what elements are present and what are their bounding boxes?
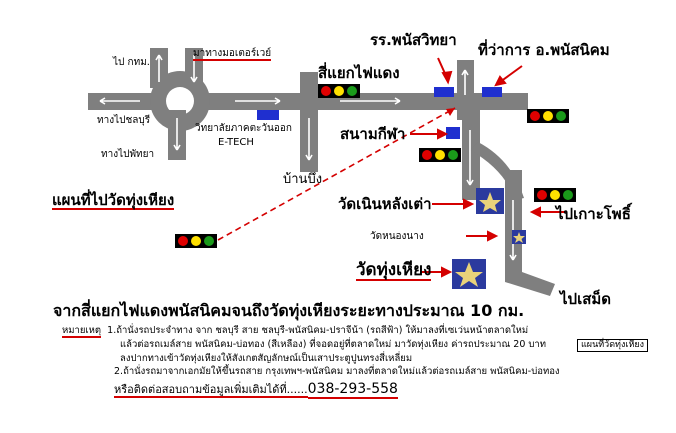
notes-line-3: ลงปากทางเข้าวัดทุ่งเหียงให้สังเกตสัญลักษ… [120, 352, 413, 364]
label-wat-nong-nang: วัดหนองนาง [370, 231, 424, 242]
notes-line-2: แล้วต่อรถเมล์สาย พนัสนิคม-บ่อทอง (สีเหลื… [120, 338, 547, 350]
label-etech: E-TECH [218, 137, 254, 148]
road-arrows [99, 54, 517, 261]
callout-dashed-line [217, 107, 456, 241]
notes-block: หมายเหตุ 1.ถ้านั่งรถประจำทาง จาก ชลบุรี … [62, 324, 582, 400]
traffic-light-ko-pho [534, 188, 576, 202]
label-motorway: มาทางมอเตอร์เวย์ [193, 48, 272, 61]
notes-heading: หมายเหตุ [62, 325, 102, 338]
label-stadium: สนามกีฬา [340, 125, 406, 143]
label-to-ko-pho: ไปเกาะโพธิ์ [556, 205, 631, 223]
temple-nong-nang-marker [512, 230, 526, 244]
notes-line-4: 2.ถ้านั่งรถมาจากเอกมัยให้ขึ้นรถสาย กรุงเ… [114, 366, 560, 378]
distance-note: จากสี่แยกไฟแดงพนัสนิคมจนถึงวัดทุ่งเหียงร… [53, 301, 525, 320]
temple-thung-hiang-marker [452, 259, 486, 289]
pointer-arrows [410, 57, 567, 278]
label-district-office: ที่ว่าการ อ.พนัสนิคม [478, 41, 610, 59]
temple-noen-lang-tao-marker [476, 188, 504, 214]
label-junction: สี่แยกไฟแดง [318, 64, 400, 82]
label-ban-bueng: บ้านบึง [283, 172, 323, 187]
traffic-light-east [527, 109, 569, 123]
label-to-saet: ไปเสม็ด [560, 290, 611, 308]
notes-line-1: 1.ถ้านั่งรถประจำทาง จาก ชลบุรี สาย ชลบุร… [107, 325, 529, 336]
traffic-light-junction [318, 84, 360, 98]
road-to-saet [505, 170, 555, 296]
contact-text: หรือติดต่อสอบถามข้อมูลเพิ่มเติมได้ที่...… [114, 383, 308, 399]
label-vocational-college: วิทยาลัยภาคตะวันออก [195, 123, 292, 134]
side-box-label: แผนที่วัดทุ่งเหียง [577, 339, 649, 352]
contact-phone: 038-293-558 [307, 381, 398, 400]
label-rs-school: รร.พนัสวิทยา [370, 31, 457, 49]
traffic-light-stadium [419, 148, 461, 162]
road-south [462, 110, 480, 200]
label-go-bangkok: ไป กทม. [113, 57, 150, 68]
traffic-light-legend [175, 234, 217, 248]
label-to-chonburi: ทางไปชลบุรี [97, 115, 151, 126]
map-title: แผนที่ไปวัดทุ่งเหียง [52, 191, 175, 210]
label-wat-noen-lang-tao: วัดเนินหลังเต่า [338, 195, 432, 213]
label-wat-thung-hiang: วัดทุ่งเหียง [356, 260, 432, 281]
building-markers [257, 87, 502, 139]
label-to-pattaya: ทางไปพัทยา [101, 149, 155, 160]
